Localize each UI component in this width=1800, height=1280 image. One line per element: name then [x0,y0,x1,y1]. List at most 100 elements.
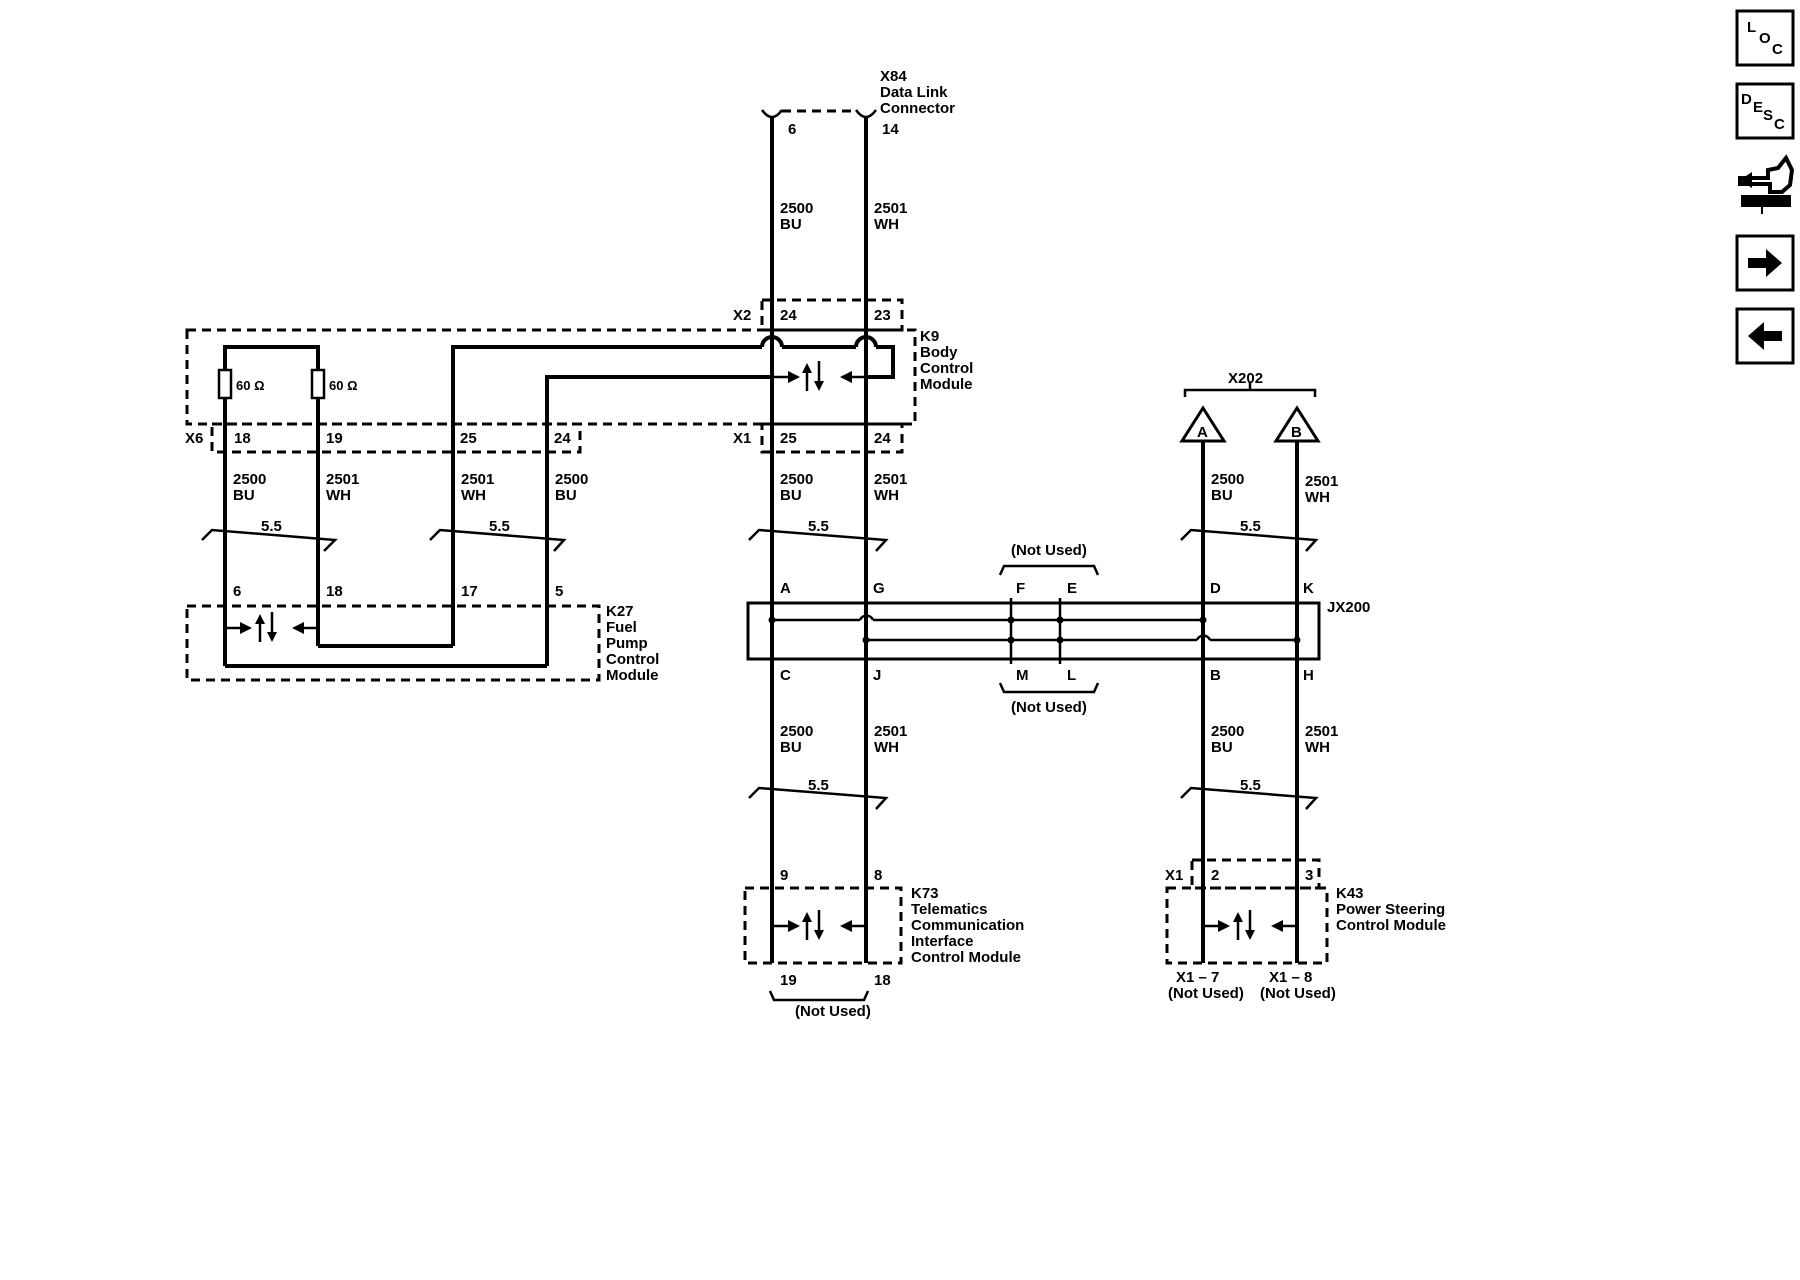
x84-pin-6: 6 [788,121,796,138]
k43-conn-x1: X1 [1165,867,1183,884]
wire-label-circuit: 2501 [874,200,907,217]
loc-letter: L [1747,19,1756,36]
desc-letter: S [1763,107,1773,124]
x202-triangle-b-icon [1273,405,1321,443]
jx200-pin: B [1210,667,1221,684]
location-button[interactable]: L O C [1735,9,1795,67]
resistor-icon [217,368,233,400]
twisted-pair-marks: 5.5 5.5 5.5 5.5 5.5 5.5 [201,518,1319,810]
k9-x6-pin: 18 [234,430,251,447]
wire-label-color: BU [1211,487,1233,504]
terminating-resistors: 60 Ω 60 Ω [217,345,358,666]
k9-pin: 24 [780,307,797,324]
jx200-pin: F [1016,580,1025,597]
k43-name-1: Power Steering [1336,901,1445,918]
wire-label-circuit: 2501 [874,471,907,488]
k9-internal-wiring [451,335,895,666]
wire-label-circuit: 2500 [233,471,266,488]
k27-fuel-pump-control-module: 6 18 17 5 K27 Fuel Pump Control Module [185,583,659,684]
twist-value: 5.5 [808,777,829,794]
jx200-pin: G [873,580,885,597]
k27-pin: 17 [461,583,478,600]
x202-id: X202 [1228,370,1263,387]
k73-pin: 9 [780,867,788,884]
desc-letter: E [1753,99,1763,116]
k9-body-control-module: X2 24 23 K9 Body Control Module X1 25 24… [185,298,973,454]
jx200-pin: M [1016,667,1029,684]
x84-name-2: Connector [880,100,955,117]
k43-pin: 3 [1305,867,1313,884]
wire-label-color: WH [461,487,486,504]
x84-id: X84 [880,68,907,85]
wire-label-circuit: 2501 [874,723,907,740]
k27-pin: 6 [233,583,241,600]
k73-name-4: Control Module [911,949,1021,966]
arrow-left-icon [1748,322,1782,350]
arrow-right-icon [1748,249,1782,277]
k73-id: K73 [911,885,939,902]
previous-button[interactable] [1735,307,1795,365]
k73-name-1: Telematics [911,901,987,918]
k43-not-used-b: (Not Used) [1260,985,1336,1002]
wire-label-color: WH [874,216,899,233]
wire-label-color: WH [1305,489,1330,506]
next-button[interactable] [1735,234,1795,292]
k9-id: K9 [920,328,939,345]
k9-pin: 24 [874,430,891,447]
k43-power-steering-module: X1 2 3 K43 Power Steering Control Module… [1165,858,1446,1002]
jx200-id: JX200 [1327,599,1370,616]
resistor-value: 60 Ω [329,378,358,393]
wire-label-circuit: 2500 [780,723,813,740]
desc-letter: D [1741,91,1752,108]
k9-pin: 25 [780,430,797,447]
wire-label-color: BU [780,487,802,504]
wire-label-circuit: 2500 [780,200,813,217]
k43-foot-a: X1 – 7 [1176,969,1219,986]
jx200-not-used-bottom: (Not Used) [1011,699,1087,716]
twist-value: 5.5 [1240,777,1261,794]
wire-label-color: WH [874,487,899,504]
wire-label-color: BU [555,487,577,504]
description-button[interactable]: D E S C [1735,82,1795,140]
jx200-pin: E [1067,580,1077,597]
k9-name-1: Body [920,344,958,361]
desc-letter: C [1774,116,1785,133]
k73-name-2: Communication [911,917,1024,934]
k9-name-2: Control [920,360,973,377]
jx200-pin: H [1303,667,1314,684]
k27-pin: 18 [326,583,343,600]
wire-label-color: WH [1305,739,1330,756]
k43-foot-b: X1 – 8 [1269,969,1312,986]
k9-conn-x1: X1 [733,430,751,447]
wire-label-color: BU [1211,739,1233,756]
k73-pin: 19 [780,972,797,989]
x202-connector: X202 A B [1179,370,1321,443]
twist-value: 5.5 [808,518,829,535]
k27-name-3: Control [606,651,659,668]
wire-label-circuit: 2500 [1211,723,1244,740]
wire-label-color: BU [233,487,255,504]
wire-label-color: WH [326,487,351,504]
wire-label-circuit: 2501 [1305,723,1338,740]
main-wires [770,118,1299,963]
k27-id: K27 [606,603,634,620]
k73-name-3: Interface [911,933,974,950]
k9-comm-symbol [772,359,866,393]
wire-label-circuit: 2500 [780,471,813,488]
k27-name-2: Pump [606,635,648,652]
k9-x6-pin: 25 [460,430,477,447]
wire-label-circuit: 2501 [1305,473,1338,490]
x202-a: A [1197,424,1208,441]
x202-b: B [1291,424,1302,441]
jx200-pin: C [780,667,791,684]
jx200-not-used-top: (Not Used) [1011,542,1087,559]
wire-label-circuit: 2501 [461,471,494,488]
k9-x6-pin: 24 [554,430,571,447]
k9-conn-x6: X6 [185,430,203,447]
k9-conn-x2: X2 [733,307,751,324]
jx200-pin: K [1303,580,1314,597]
x84-name-1: Data Link [880,84,948,101]
connector-view-button[interactable] [1737,154,1795,214]
k73-pin: 18 [874,972,891,989]
k9-x6-pin: 19 [326,430,343,447]
